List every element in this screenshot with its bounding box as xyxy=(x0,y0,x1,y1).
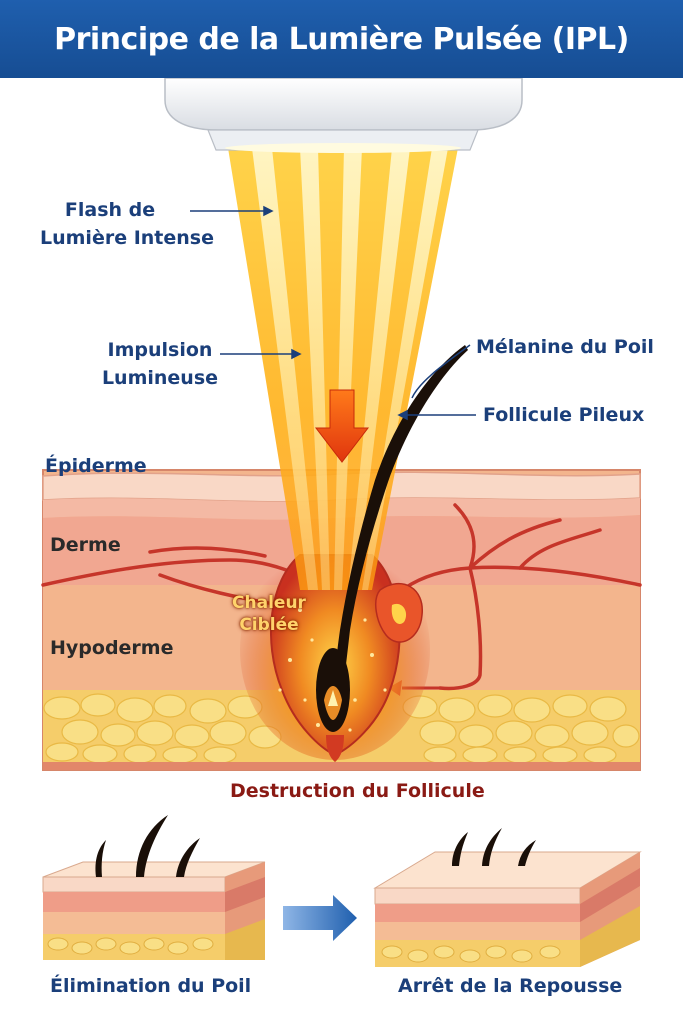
hypodermis-label: Hypoderme xyxy=(50,637,174,659)
ipl-device-head xyxy=(164,77,523,153)
hair-strands xyxy=(95,815,200,877)
regrowth-stop-label: Arrêt de la Repousse xyxy=(398,975,623,997)
dermal-papilla xyxy=(326,735,344,762)
elimination-label: Élimination du Poil xyxy=(50,975,252,997)
skin-cross-section xyxy=(41,469,642,771)
flash-label-line2: Lumière Intense xyxy=(40,227,214,249)
dermis-label: Derme xyxy=(50,534,121,556)
targeted-heat-label: Chaleur Ciblée xyxy=(222,592,316,636)
flash-label-line1: Flash de xyxy=(64,199,156,221)
light-beam xyxy=(228,148,458,590)
block-regrowth-stopped xyxy=(373,828,642,967)
pointer-lines xyxy=(190,205,476,421)
impulse-label-line1: Impulsion xyxy=(107,339,213,361)
short-hair-strands xyxy=(452,828,536,866)
follicle-label: Follicule Pileux xyxy=(483,404,645,426)
heat-label-line2: Ciblée xyxy=(239,615,299,635)
epidermis-label: Épiderme xyxy=(45,455,147,477)
melanin-label: Mélanine du Poil xyxy=(476,336,654,358)
result-arrow xyxy=(283,895,357,941)
impulse-arrow xyxy=(314,389,370,463)
title-bar: Principe de la Lumière Pulsée (IPL) xyxy=(0,0,683,78)
flash-label: Flash de Lumière Intense xyxy=(40,196,214,252)
destruction-label: Destruction du Follicule xyxy=(230,780,485,802)
impulse-label: Impulsion Lumineuse xyxy=(100,336,220,392)
fat-cells xyxy=(43,693,640,764)
heat-label-line1: Chaleur xyxy=(232,593,306,613)
hair-shaft xyxy=(333,345,468,725)
block-hair-removal xyxy=(42,815,266,960)
page-title: Principe de la Lumière Pulsée (IPL) xyxy=(54,21,629,57)
impulse-label-line2: Lumineuse xyxy=(101,367,219,389)
heat-sparkles xyxy=(278,608,387,732)
